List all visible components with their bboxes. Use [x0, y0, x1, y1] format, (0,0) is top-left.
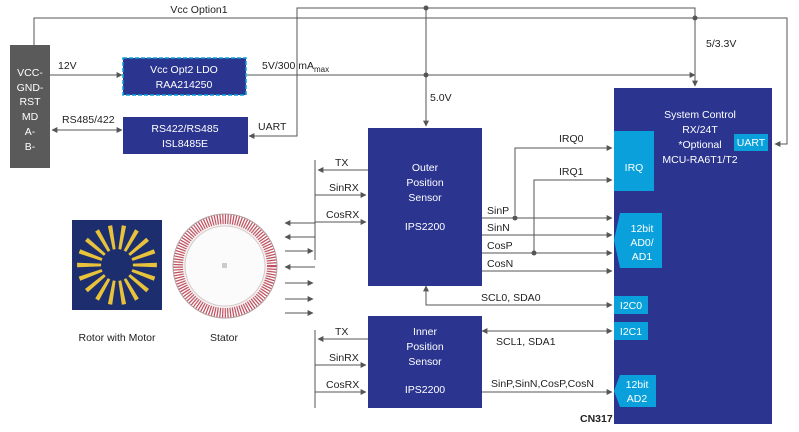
mcu-line4: MCU-RA6T1/T2: [662, 154, 737, 166]
mcu-line2: RX/24T: [682, 124, 718, 136]
inner-sensor-line3: Sensor: [408, 356, 442, 368]
mcu-irq-label: IRQ: [625, 162, 644, 174]
irq1-label: IRQ1: [559, 166, 584, 178]
sinrx-outer-label: SinRX: [329, 182, 359, 194]
cosrx-inner-label: CosRX: [326, 379, 359, 391]
inner-position-sensor: Inner Position Sensor IPS2200: [368, 316, 482, 408]
connector: VCC- GND- RST MD A- B-: [10, 45, 50, 168]
tx-inner-label: TX: [335, 326, 348, 338]
rotor-image: [72, 220, 162, 310]
mcu-ad0-l3: AD1: [632, 251, 653, 263]
inner-sensor-line1: Inner: [413, 326, 437, 338]
rs485-block: RS422/RS485 ISL8485E: [123, 117, 248, 154]
mcu-irq-port: [614, 131, 654, 191]
ldo-block: Vcc Opt2 LDO RAA214250: [123, 58, 246, 95]
outer-sensor-line2: Position: [406, 177, 444, 189]
stator-image: [173, 214, 277, 318]
connector-pin: RST: [20, 96, 42, 108]
mcu-uart-label: UART: [737, 137, 766, 149]
connector-pin: GND-: [17, 82, 44, 94]
mcu-title: System Control: [664, 109, 736, 121]
outer-position-sensor: Outer Position Sensor IPS2200: [368, 128, 482, 286]
scl1-label: SCL1, SDA1: [496, 336, 556, 348]
sinn-label: SinN: [487, 222, 510, 234]
sinp-label: SinP: [487, 205, 509, 217]
stator-caption: Stator: [210, 332, 239, 344]
tx-outer-label: TX: [335, 157, 348, 169]
outer-sensor-line1: Outer: [412, 162, 439, 174]
rs485-part: ISL8485E: [162, 138, 208, 150]
rs485-title: RS422/RS485: [151, 123, 218, 135]
mcu-i2c0-label: I2C0: [620, 300, 642, 312]
ldo-part: RAA214250: [156, 79, 213, 91]
reference-id: CN317: [580, 413, 613, 425]
mcu-ad0-l1: 12bit: [631, 223, 654, 235]
cosrx-outer-label: CosRX: [326, 209, 359, 221]
inner-bus-label: SinP,SinN,CosP,CosN: [491, 378, 594, 390]
mcu-ad2-l2: AD2: [627, 393, 648, 405]
outer-sensor-part: IPS2200: [405, 221, 445, 233]
inner-sensor-line2: Position: [406, 341, 444, 353]
mcu-ad2-l1: 12bit: [626, 379, 649, 391]
scl0-label: SCL0, SDA0: [481, 292, 541, 304]
connector-pin: A-: [25, 126, 36, 138]
vcc-option1-label: Vcc Option1: [170, 4, 227, 16]
rotor-caption: Rotor with Motor: [78, 332, 156, 344]
mcu-block: System Control RX/24T *Optional MCU-RA6T…: [614, 88, 772, 424]
sinrx-inner-label: SinRX: [329, 352, 359, 364]
v5-3v3-label: 5/3.3V: [706, 38, 736, 50]
v5-0-label: 5.0V: [430, 92, 452, 104]
uart-label: UART: [258, 121, 287, 133]
outer-sensor-line3: Sensor: [408, 192, 442, 204]
mcu-line3: *Optional: [678, 139, 721, 151]
v12-label: 12V: [58, 60, 77, 72]
mcu-i2c1-label: I2C1: [620, 326, 642, 338]
connector-pin: B-: [25, 141, 36, 153]
mcu-ad0-l2: AD0/: [630, 237, 653, 249]
cosn-label: CosN: [487, 258, 513, 270]
ldo-title: Vcc Opt2 LDO: [150, 64, 218, 76]
rs485-422-label: RS485/422: [62, 114, 115, 126]
connector-pin: MD: [22, 111, 39, 123]
inner-sensor-part: IPS2200: [405, 384, 445, 396]
connector-pin: VCC-: [17, 67, 43, 79]
irq0-label: IRQ0: [559, 133, 584, 145]
v5-300ma-label: 5V/300 mAmax: [262, 60, 329, 74]
cosp-label: CosP: [487, 240, 513, 252]
